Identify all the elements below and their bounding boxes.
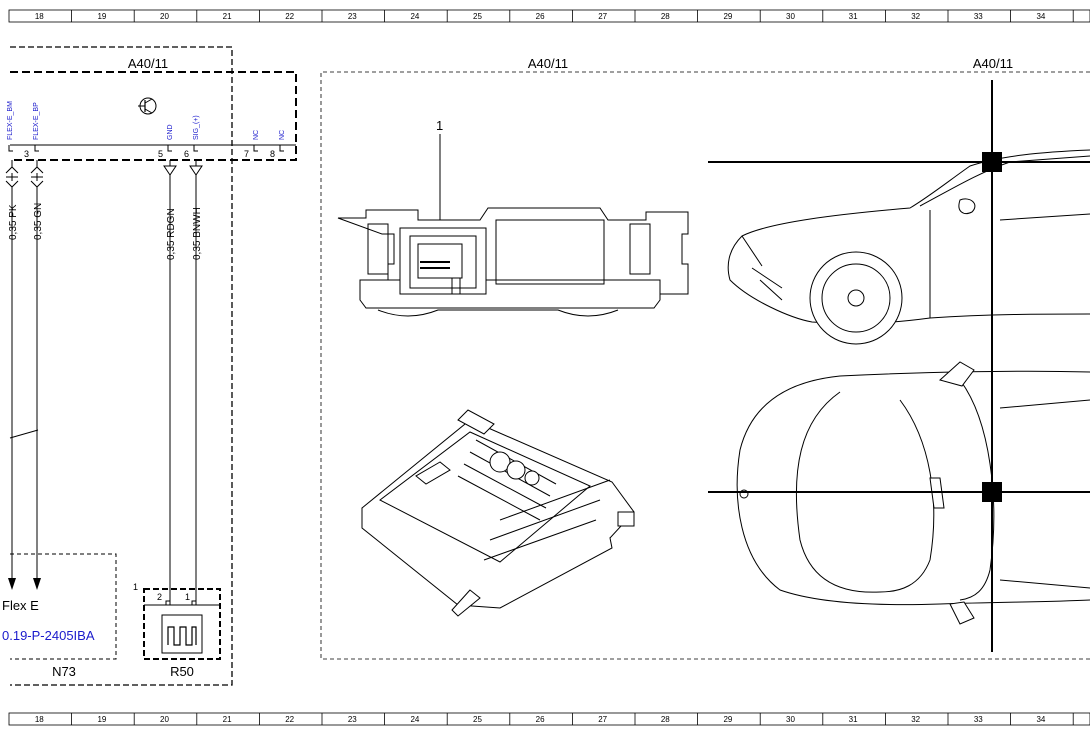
module-isometric-illustration: [361, 409, 635, 617]
wire-lines: [9, 160, 197, 605]
signal-gnd: GND: [167, 124, 174, 140]
grid-column-label: 19: [97, 12, 106, 21]
n73-component: Flex E 0.19-P-2405IBA N73: [2, 553, 117, 679]
r50-component: 1 2 1 R50: [133, 582, 221, 679]
terminal-arrow-icon: [8, 578, 41, 590]
grid-column-label: 30: [786, 715, 795, 724]
transistor-icon: [138, 97, 157, 115]
grid-column-label: 25: [473, 12, 482, 21]
signal-flex-e-bp: FLEX-E_BP: [33, 102, 40, 140]
grid-column-label: 18: [35, 12, 44, 21]
grid-column-label: 27: [598, 715, 607, 724]
pin-number: 8: [270, 149, 275, 159]
grid-column-label: 32: [911, 12, 920, 21]
grid-column-label: 33: [974, 715, 983, 724]
n73-name: N73: [52, 664, 76, 679]
grid-column-label: 26: [536, 715, 545, 724]
signal-flex-e-bm: FLEX-E_BM: [7, 101, 14, 140]
grid-column-label: 31: [849, 715, 858, 724]
location-crosshair: [708, 80, 1090, 652]
grid-column-label: 20: [160, 12, 169, 21]
location-title-right: A40/11: [973, 56, 1013, 71]
grid-column-label: 22: [285, 715, 294, 724]
grid-column-label: 21: [223, 12, 232, 21]
grid-column-label: 19: [97, 715, 106, 724]
grid-column-label: 18: [35, 715, 44, 724]
grid-column-label: 34: [1036, 12, 1045, 21]
grid-column-label: 26: [536, 12, 545, 21]
grid-column-label: 29: [723, 715, 732, 724]
module-a40-11-schematic: A40/11 FLEX-E_BM FLEX-E_BP GND SIG_(+) N…: [5, 46, 297, 686]
pin-number: 2: [157, 592, 162, 602]
location-marker-icon: [982, 152, 1002, 502]
grid-column-label: 21: [223, 715, 232, 724]
wire-label: 0,35 GN: [33, 203, 44, 240]
grid-column-label: 32: [911, 715, 920, 724]
pin-number: 7: [244, 149, 249, 159]
signal-sig: SIG_(+): [193, 115, 200, 140]
grid-column-label: 29: [723, 12, 732, 21]
pin-number: 5: [158, 149, 163, 159]
grid-column-label: 24: [410, 715, 419, 724]
grid-column-label: 23: [348, 12, 357, 21]
n73-document-link[interactable]: 0.19-P-2405IBA: [2, 628, 95, 643]
grid-column-label: 28: [661, 715, 670, 724]
n73-description: Flex E: [2, 598, 39, 613]
grid-column-label: 34: [1036, 715, 1045, 724]
location-title-left: A40/11: [528, 56, 568, 71]
grid-column-label: 30: [786, 12, 795, 21]
top-grid-ruler: 18 19 20 21 22 23 24 25 26 27 28 29 30 31 32 33 34: [8, 9, 1090, 23]
r50-callout: 1: [133, 582, 138, 592]
grid-column-label: 20: [160, 715, 169, 724]
grid-column-label: 23: [348, 715, 357, 724]
grid-column-label: 33: [974, 12, 983, 21]
grid-column-label: 22: [285, 12, 294, 21]
bottom-grid-ruler: 18 19 20 21 22 23 24 25 26 27 28 29 30 31 32 33 34: [8, 712, 1090, 726]
bus-arrow-icon: [5, 166, 44, 188]
wire-label: 0,35 RDGN: [166, 208, 177, 260]
module-title: A40/11: [128, 56, 168, 71]
grid-column-label: 24: [410, 12, 419, 21]
grid-column-label: 25: [473, 715, 482, 724]
module-front-view-illustration: [337, 207, 689, 317]
signal-arrow-icon: [163, 165, 203, 176]
wire-label: 0,35 PK: [8, 204, 19, 240]
grid-column-label: 28: [661, 12, 670, 21]
r50-name: R50: [170, 664, 194, 679]
part-callout: 1: [436, 118, 443, 133]
pin-number: 3: [24, 149, 29, 159]
grid-column-label: 31: [849, 12, 858, 21]
location-panel: A40/11 A40/11 1: [320, 56, 1090, 660]
car-side-view-illustration: [727, 149, 1090, 345]
pin-number: 6: [184, 149, 189, 159]
grid-column-label: 27: [598, 12, 607, 21]
signal-nc-1: NC: [253, 130, 260, 140]
heater-icon: [161, 614, 203, 654]
wire-label: 0,35 BNWH: [192, 207, 203, 260]
signal-nc-2: NC: [279, 130, 286, 140]
pin-number: 1: [185, 592, 190, 602]
